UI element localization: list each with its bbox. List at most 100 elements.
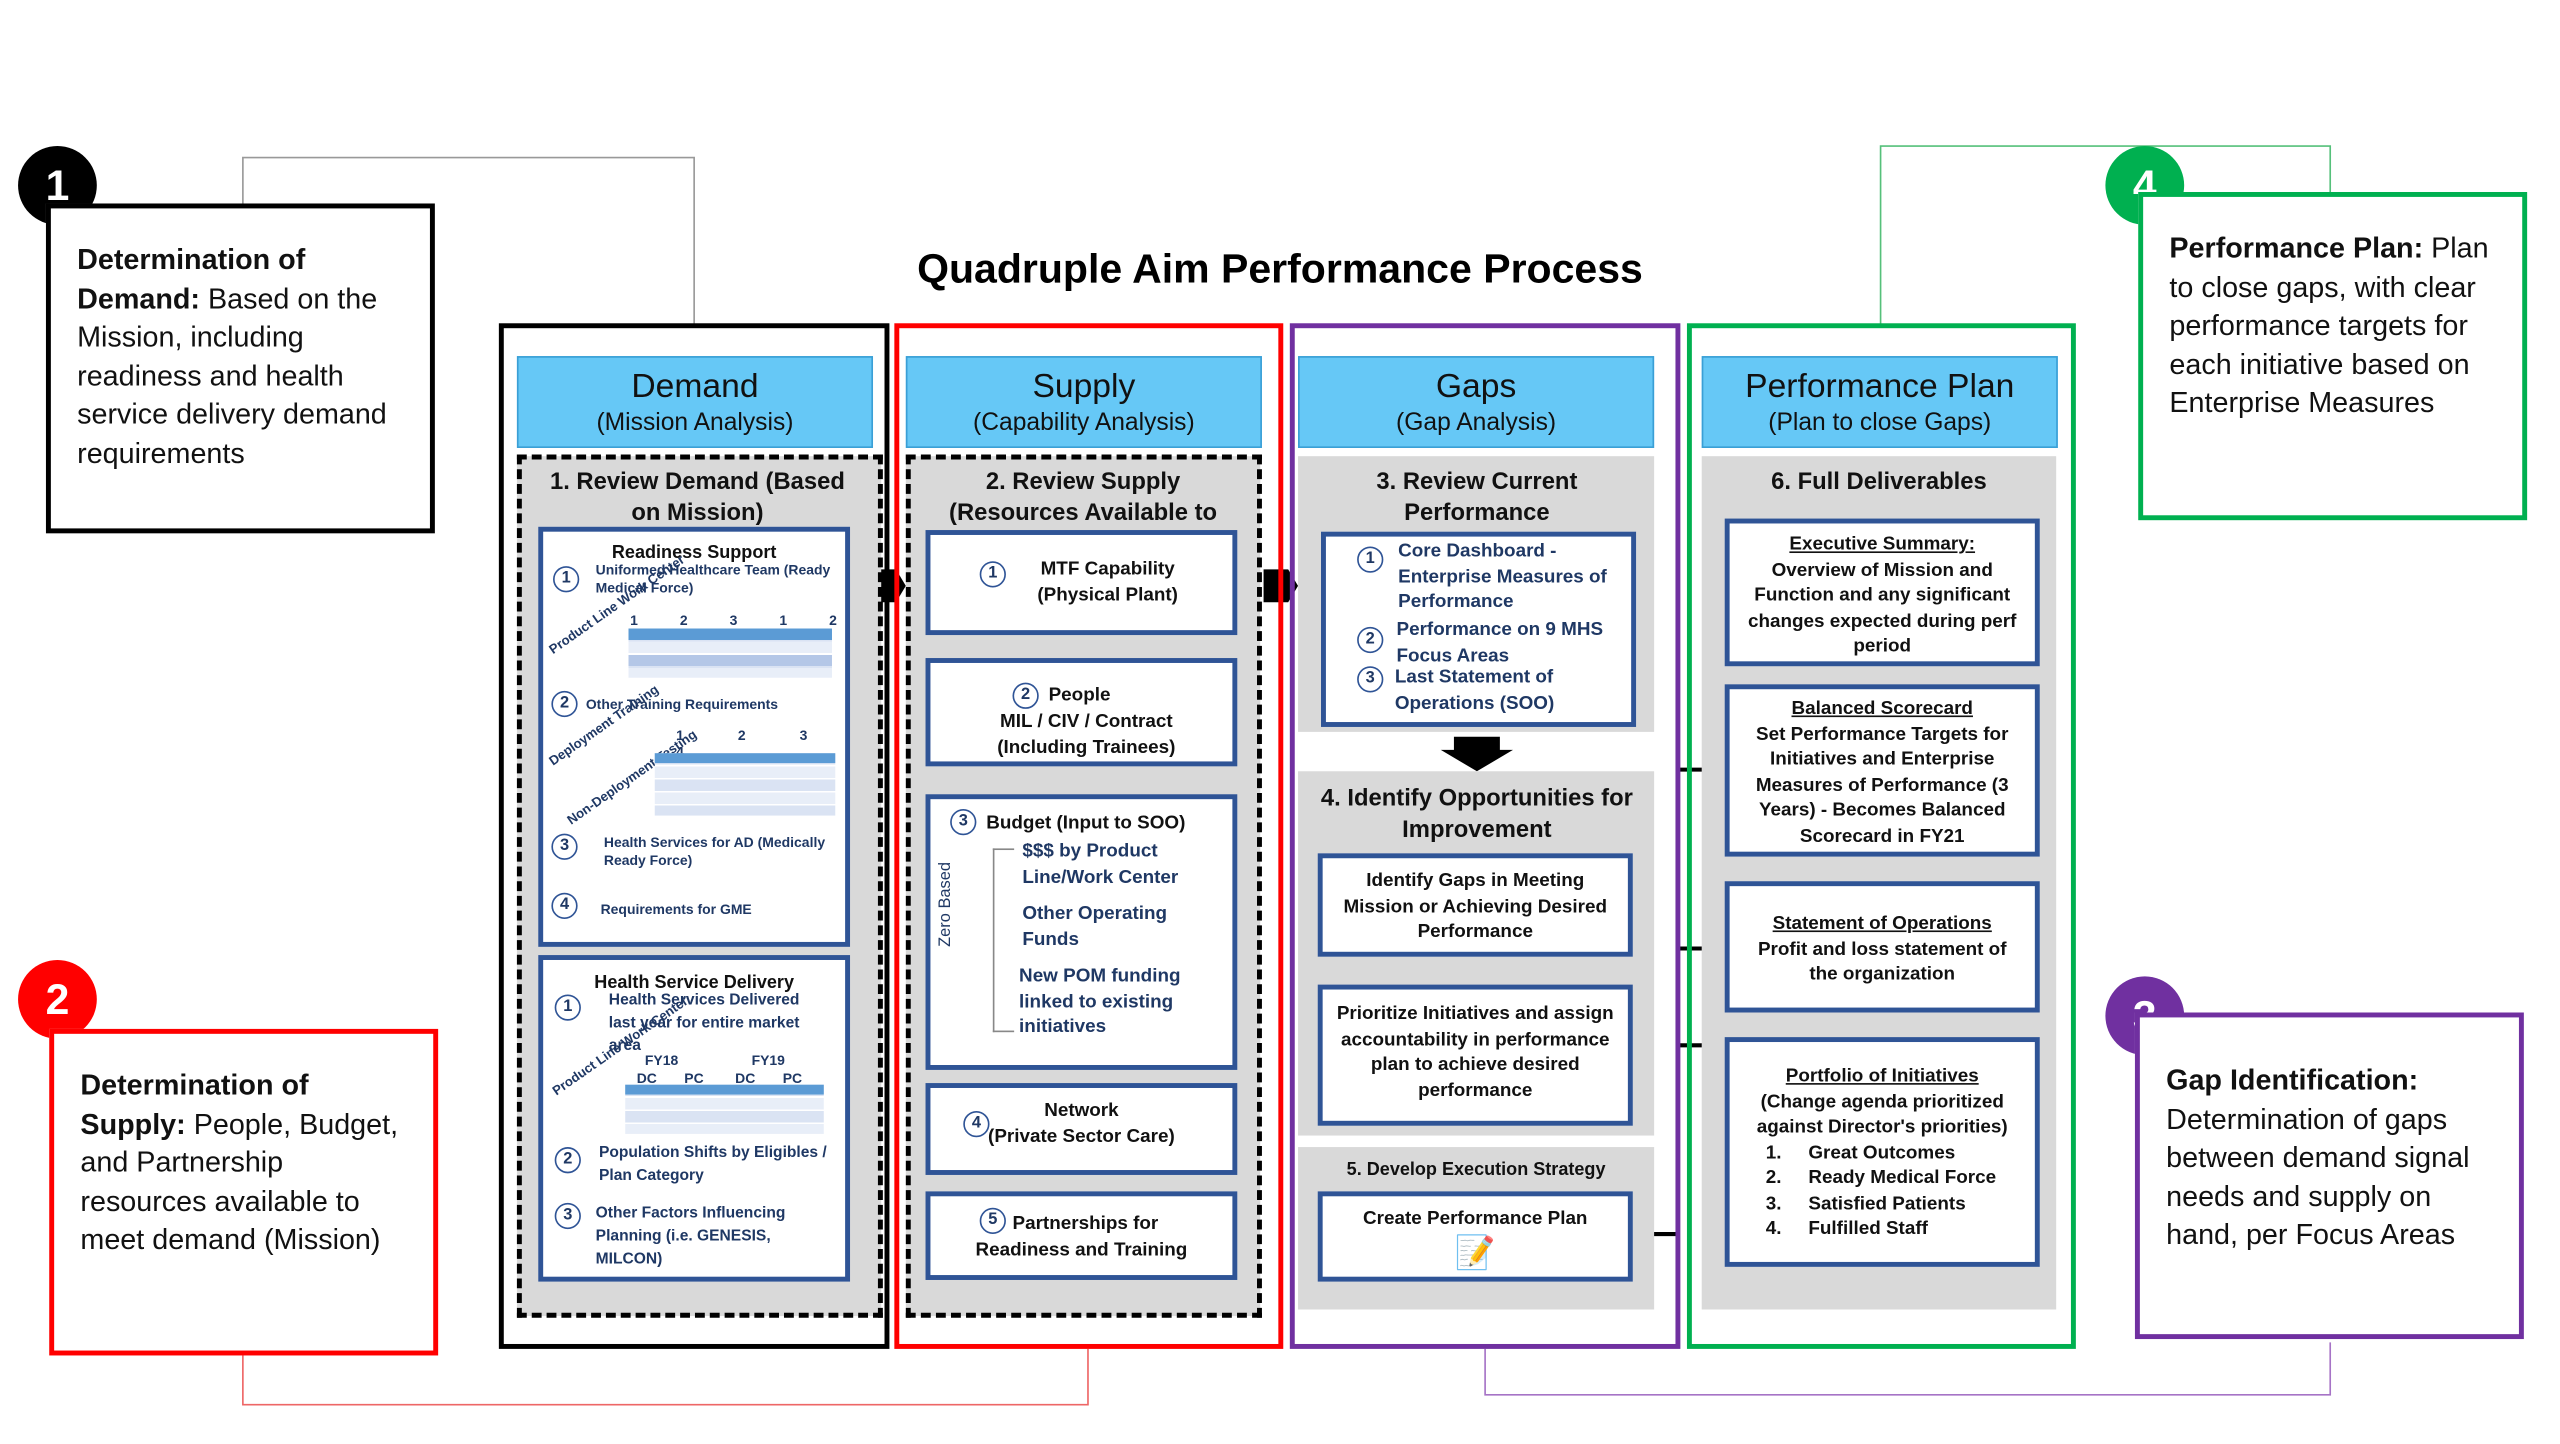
document-icon: 📝: [1454, 1234, 1496, 1271]
portfolio-title: Portfolio of Initiatives: [1785, 1066, 1979, 1087]
readiness-grid-2: [654, 753, 836, 816]
portfolio-list-item: 2.Ready Medical Force: [1765, 1168, 1997, 1189]
current-performance-box: 1 Core Dashboard - Enterprise Measures o…: [1321, 531, 1637, 727]
create-performance-plan-box: Create Performance Plan 📝: [1317, 1191, 1633, 1282]
grid1-col-4: 1: [779, 612, 788, 629]
hsd-fy18: FY18: [644, 1051, 679, 1069]
readiness-title: Readiness Support: [611, 543, 777, 563]
callout-supply-text: People, Budget, and Partnership resource…: [80, 1106, 399, 1256]
callout-plan-bold: Performance Plan:: [2169, 231, 2424, 265]
plan-column: [1686, 323, 2076, 1349]
plan-section-title: 6. Full Deliverables: [1771, 469, 1987, 496]
portfolio-item-1: Great Outcomes: [1808, 1142, 1956, 1163]
supply-header-title: Supply: [1032, 367, 1136, 406]
portfolio-list-item: 1.Great Outcomes: [1765, 1142, 1956, 1163]
grid1-col-3: 3: [729, 612, 738, 629]
supply-people-box: 2 People MIL / CIV / Contract (Including…: [925, 658, 1238, 767]
balanced-scorecard-text: Set Performance Targets for Initiatives …: [1755, 724, 2009, 846]
hsd-item-3-number: 3: [554, 1202, 581, 1230]
portfolio-of-initiatives-box: Portfolio of Initiatives (Change agenda …: [1724, 1037, 2040, 1267]
demand-header-sub: (Mission Analysis): [596, 408, 794, 437]
supply-partnerships-box: 5 Partnerships for Readiness and Trainin…: [925, 1191, 1238, 1280]
perf-item-1-number: 1: [1357, 546, 1384, 573]
supply-section-title: 2. Review Supply (Resources Available to: [949, 469, 1218, 527]
readiness-item-2-number: 2: [551, 690, 578, 718]
zero-based-label: Zero Based: [937, 862, 956, 947]
supply-item-5-number: 5: [979, 1207, 1006, 1235]
supply-mtf-text: MTF Capability (Physical Plant): [1037, 559, 1178, 605]
readiness-support-box: Readiness Support: [538, 526, 851, 947]
supply-network-sub: (Private Sector Care): [988, 1127, 1175, 1148]
hsd-item-1: Health Services Delivered last year for …: [608, 991, 800, 1056]
prioritize-initiatives-box: Prioritize Initiatives and assign accoun…: [1317, 984, 1633, 1126]
plan-header: Performance Plan (Plan to close Gaps): [1701, 356, 2058, 448]
grid2-col-3: 3: [799, 726, 808, 744]
supply-budget-box: 3 Budget (Input to SOO) Zero Based $$$ b…: [925, 794, 1238, 1070]
readiness-grid-2-header: 1 2 3: [676, 727, 807, 745]
readiness-item-1: Uniformed Healthcare Team (Ready Medical…: [595, 561, 831, 596]
supply-item-3-number: 3: [950, 809, 977, 836]
hsd-pc-1: PC: [684, 1069, 704, 1087]
readiness-grid-1-header: 1 2 3 1 2: [630, 612, 837, 630]
executive-summary-box: Executive Summary: Overview of Mission a…: [1724, 518, 2040, 667]
statement-of-operations-text: Profit and loss statement of the organiz…: [1757, 939, 2007, 985]
hsd-dc-2: DC: [735, 1069, 756, 1087]
supply-column: [894, 323, 1284, 1349]
executive-summary-text: Overview of Mission and Function and any…: [1747, 560, 2017, 657]
readiness-grid-2-extra: 4: [676, 743, 684, 760]
demand-header-title: Demand: [631, 367, 759, 406]
grid1-col-1: 1: [630, 612, 638, 629]
portfolio-list: 1.Great Outcomes 2.Ready Medical Force 3…: [1766, 1141, 2022, 1243]
hsd-grid: [625, 1084, 824, 1134]
readiness-item-1-number: 1: [553, 566, 580, 593]
perf-item-1: Core Dashboard - Enterprise Measures of …: [1398, 541, 1607, 613]
supply-header-sub: (Capability Analysis): [973, 408, 1195, 437]
callout-gaps-text: Determination of gaps between demand sig…: [2166, 1101, 2470, 1251]
step-2-badge: 2: [18, 959, 97, 1039]
executive-summary-title: Executive Summary:: [1789, 534, 1976, 555]
gaps-column: [1289, 323, 1681, 1349]
callout-demand: Determination of Demand: Based on the Mi…: [45, 203, 435, 534]
hsd-fy19: FY19: [751, 1051, 785, 1069]
supply-budget-title: Budget (Input to SOO): [986, 813, 1186, 834]
grid1-col-2: 2: [679, 612, 688, 629]
portfolio-list-item: 4.Fulfilled Staff: [1765, 1219, 1928, 1239]
demand-column: [498, 323, 890, 1349]
gaps-section-3: 3. Review Current Performance: [1376, 469, 1578, 527]
callout-gaps-bold: Gap Identification:: [2166, 1063, 2419, 1097]
identify-gaps-box: Identify Gaps in Meeting Mission or Achi…: [1317, 853, 1633, 957]
budget-item-c: New POM funding linked to existing initi…: [1019, 966, 1181, 1038]
statement-of-operations-title: Statement of Operations: [1772, 914, 1992, 934]
callout-plan: Performance Plan: Plan to close gaps, wi…: [2138, 191, 2528, 521]
readiness-item-2: Other Training Requirements: [585, 695, 779, 713]
portfolio-item-4: Fulfilled Staff: [1808, 1219, 1928, 1239]
readiness-item-3: Health Services for AD (Medically Ready …: [603, 833, 826, 869]
callout-supply-bold: Determination of Supply:: [80, 1068, 309, 1140]
demand-dashed-frame: [516, 454, 883, 1318]
portfolio-text: (Change agenda prioritized against Direc…: [1756, 1092, 2008, 1138]
supply-dashed-frame: [905, 454, 1262, 1318]
budget-item-b: Other Operating Funds: [1022, 904, 1168, 950]
supply-people-title: People: [1048, 685, 1111, 706]
hsd-title: Health Service Delivery: [594, 973, 794, 993]
perf-item-3: Last Statement of Operations (SOO): [1394, 667, 1555, 714]
hsd-pc-2: PC: [782, 1069, 803, 1087]
supply-header: Supply (Capability Analysis): [905, 356, 1262, 448]
hsd-item-2-number: 2: [554, 1147, 581, 1174]
callout-plan-text: Plan to close gaps, with clear performan…: [2169, 231, 2489, 419]
callout-demand-text: Based on the Mission, including readines…: [77, 281, 387, 469]
hsd-item-2: Population Shifts by Eligibles / Plan Ca…: [598, 1143, 827, 1185]
gaps-section-4: 4. Identify Opportunities for Improvemen…: [1320, 786, 1633, 844]
grid1-col-5: 2: [829, 612, 837, 629]
hsd-item-1-number: 1: [554, 994, 581, 1021]
supply-partnerships-title: Partnerships for: [1012, 1214, 1159, 1235]
readiness-item-3-number: 3: [551, 833, 578, 860]
balanced-scorecard-title: Balanced Scorecard: [1791, 699, 1973, 719]
gaps-header-sub: (Gap Analysis): [1396, 408, 1557, 437]
budget-item-a: $$$ by Product Line/Work Center: [1022, 841, 1179, 887]
readiness-grid-1: [628, 628, 832, 678]
hsd-item-3: Other Factors Influencing Planning (i.e.…: [595, 1204, 786, 1269]
perf-item-2-number: 2: [1357, 626, 1384, 654]
perf-item-3-number: 3: [1357, 666, 1384, 693]
